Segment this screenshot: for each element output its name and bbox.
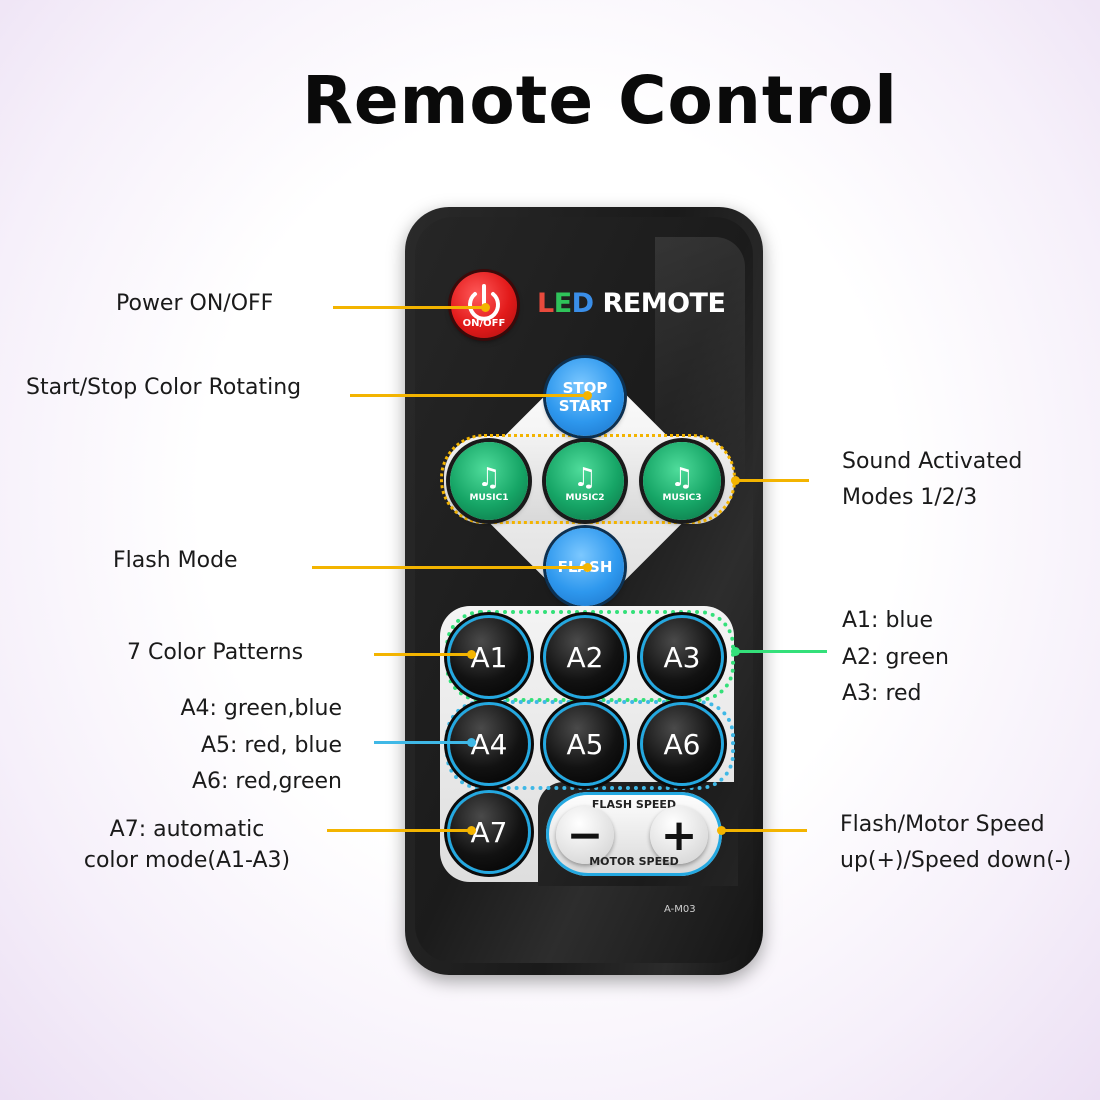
music2-button[interactable]: ♫ MUSIC2 xyxy=(546,442,624,520)
a1-a3-callout-dot xyxy=(731,647,740,656)
a1-button[interactable]: A1 xyxy=(450,618,528,696)
flash-speed-label: FLASH SPEED xyxy=(591,798,677,811)
power-callout-dot xyxy=(481,303,490,312)
a4-a6-callout-dot xyxy=(467,738,476,747)
model-number: A-M03 xyxy=(664,904,696,915)
speed-label-line1: Flash/Motor Speed xyxy=(840,812,1045,837)
brand-logo: LED REMOTE xyxy=(537,288,726,319)
a7-callout-line xyxy=(327,829,470,832)
a5-button[interactable]: A5 xyxy=(546,705,624,783)
brand-letter-l: L xyxy=(537,288,554,319)
flash-callout-dot xyxy=(583,563,592,572)
speed-control: FLASH SPEED − + MOTOR SPEED xyxy=(546,792,722,876)
brand-word: REMOTE xyxy=(593,288,726,319)
power-callout-line xyxy=(333,306,485,309)
music-note-icon: ♫ xyxy=(670,463,694,493)
a3-description: A3: red xyxy=(842,681,922,706)
a5-description: A5: red, blue xyxy=(200,733,342,758)
power-label: Power ON/OFF xyxy=(116,291,274,316)
a4-button[interactable]: A4 xyxy=(450,705,528,783)
motor-speed-label: MOTOR SPEED xyxy=(589,855,679,868)
power-button-label: ON/OFF xyxy=(462,318,506,329)
music2-label: MUSIC2 xyxy=(565,493,605,503)
patterns-label: 7 Color Patterns xyxy=(127,640,304,665)
a1-a3-callout-line xyxy=(735,650,827,653)
speed-up-button[interactable]: + xyxy=(650,806,708,864)
a7-callout-dot xyxy=(467,826,476,835)
sound-label-line2: Modes 1/2/3 xyxy=(842,485,978,510)
a6-button[interactable]: A6 xyxy=(643,705,721,783)
brand-letter-d: D xyxy=(571,288,594,319)
patterns-callout-line xyxy=(374,653,470,656)
a2-button[interactable]: A2 xyxy=(546,618,624,696)
a7-description-line2: color mode(A1-A3) xyxy=(83,848,291,873)
power-icon xyxy=(468,284,500,321)
start-label: START xyxy=(558,397,612,415)
a3-button[interactable]: A3 xyxy=(643,618,721,696)
a4-a6-highlight xyxy=(445,700,735,790)
music-note-icon: ♫ xyxy=(573,463,597,493)
speed-label-line2: up(+)/Speed down(-) xyxy=(840,848,1072,873)
a2-description: A2: green xyxy=(842,645,949,670)
rotate-callout-line xyxy=(350,394,586,397)
sound-callout-dot xyxy=(731,476,740,485)
power-button[interactable]: ON/OFF xyxy=(451,272,517,338)
page-title: Remote Control xyxy=(302,62,898,139)
sound-callout-line xyxy=(735,479,809,482)
speed-down-button[interactable]: − xyxy=(556,806,614,864)
a4-description: A4: green,blue xyxy=(180,696,342,721)
rotate-label: Start/Stop Color Rotating xyxy=(26,375,302,400)
music1-label: MUSIC1 xyxy=(469,493,509,503)
patterns-callout-dot xyxy=(467,650,476,659)
a7-description-line1: A7: automatic xyxy=(109,817,265,842)
music-note-icon: ♫ xyxy=(477,463,501,493)
flash-callout-line xyxy=(312,566,586,569)
music1-button[interactable]: ♫ MUSIC1 xyxy=(450,442,528,520)
music3-label: MUSIC3 xyxy=(662,493,702,503)
a4-a6-callout-line xyxy=(374,741,470,744)
a1-description: A1: blue xyxy=(842,608,934,633)
speed-callout-line xyxy=(721,829,807,832)
a6-description: A6: red,green xyxy=(191,769,342,794)
sound-label-line1: Sound Activated xyxy=(842,449,1023,474)
speed-callout-dot xyxy=(717,826,726,835)
rotate-callout-dot xyxy=(583,391,592,400)
brand-letter-e: E xyxy=(553,288,572,319)
stop-label: STOP xyxy=(562,379,608,397)
music3-button[interactable]: ♫ MUSIC3 xyxy=(643,442,721,520)
a7-button[interactable]: A7 xyxy=(450,793,528,871)
flash-mode-label: Flash Mode xyxy=(113,548,238,573)
